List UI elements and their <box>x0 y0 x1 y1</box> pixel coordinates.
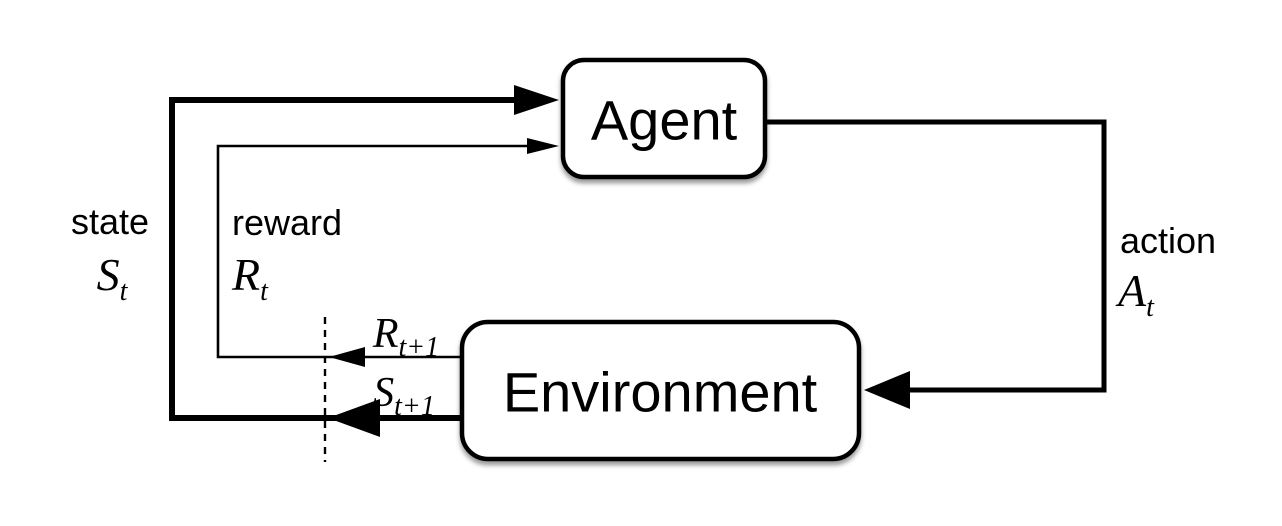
state-symbol-label: St <box>97 249 129 307</box>
next-reward-symbol-label: Rt+1 <box>372 311 439 363</box>
next-state-symbol-base: S <box>373 370 394 416</box>
state-arrowhead-into-agent <box>514 85 559 115</box>
next-state-symbol-label: St+1 <box>373 370 435 422</box>
action-symbol-label: At <box>1115 265 1155 323</box>
agent-box <box>560 57 768 180</box>
action-symbol-subscript: t <box>1146 292 1155 323</box>
next-reward-symbol-base: R <box>372 311 399 357</box>
environment-box <box>459 319 862 462</box>
action-arrowhead-into-environment <box>864 371 910 409</box>
state-edge-path <box>169 97 516 421</box>
state-word-label: state <box>71 201 149 242</box>
action-symbol-base: A <box>1115 265 1147 316</box>
next-state-symbol-subscript: t+1 <box>394 391 435 422</box>
state-symbol-base: S <box>97 249 120 300</box>
agent-label: Agent <box>591 89 738 152</box>
action-edge-path <box>765 119 1107 393</box>
reward-symbol-subscript: t <box>260 276 269 307</box>
reward-word-label: reward <box>232 202 342 243</box>
next-reward-arrowhead-at-boundary <box>329 347 365 367</box>
action-word-label: action <box>1120 220 1216 261</box>
state-symbol-subscript: t <box>120 276 129 307</box>
next-reward-symbol-subscript: t+1 <box>398 332 439 363</box>
reward-symbol-label: Rt <box>231 249 269 307</box>
environment-label: Environment <box>503 361 818 424</box>
reward-symbol-base: R <box>231 249 260 300</box>
next-state-arrowhead-at-boundary <box>328 399 380 437</box>
reward-arrowhead-into-agent <box>527 138 559 154</box>
